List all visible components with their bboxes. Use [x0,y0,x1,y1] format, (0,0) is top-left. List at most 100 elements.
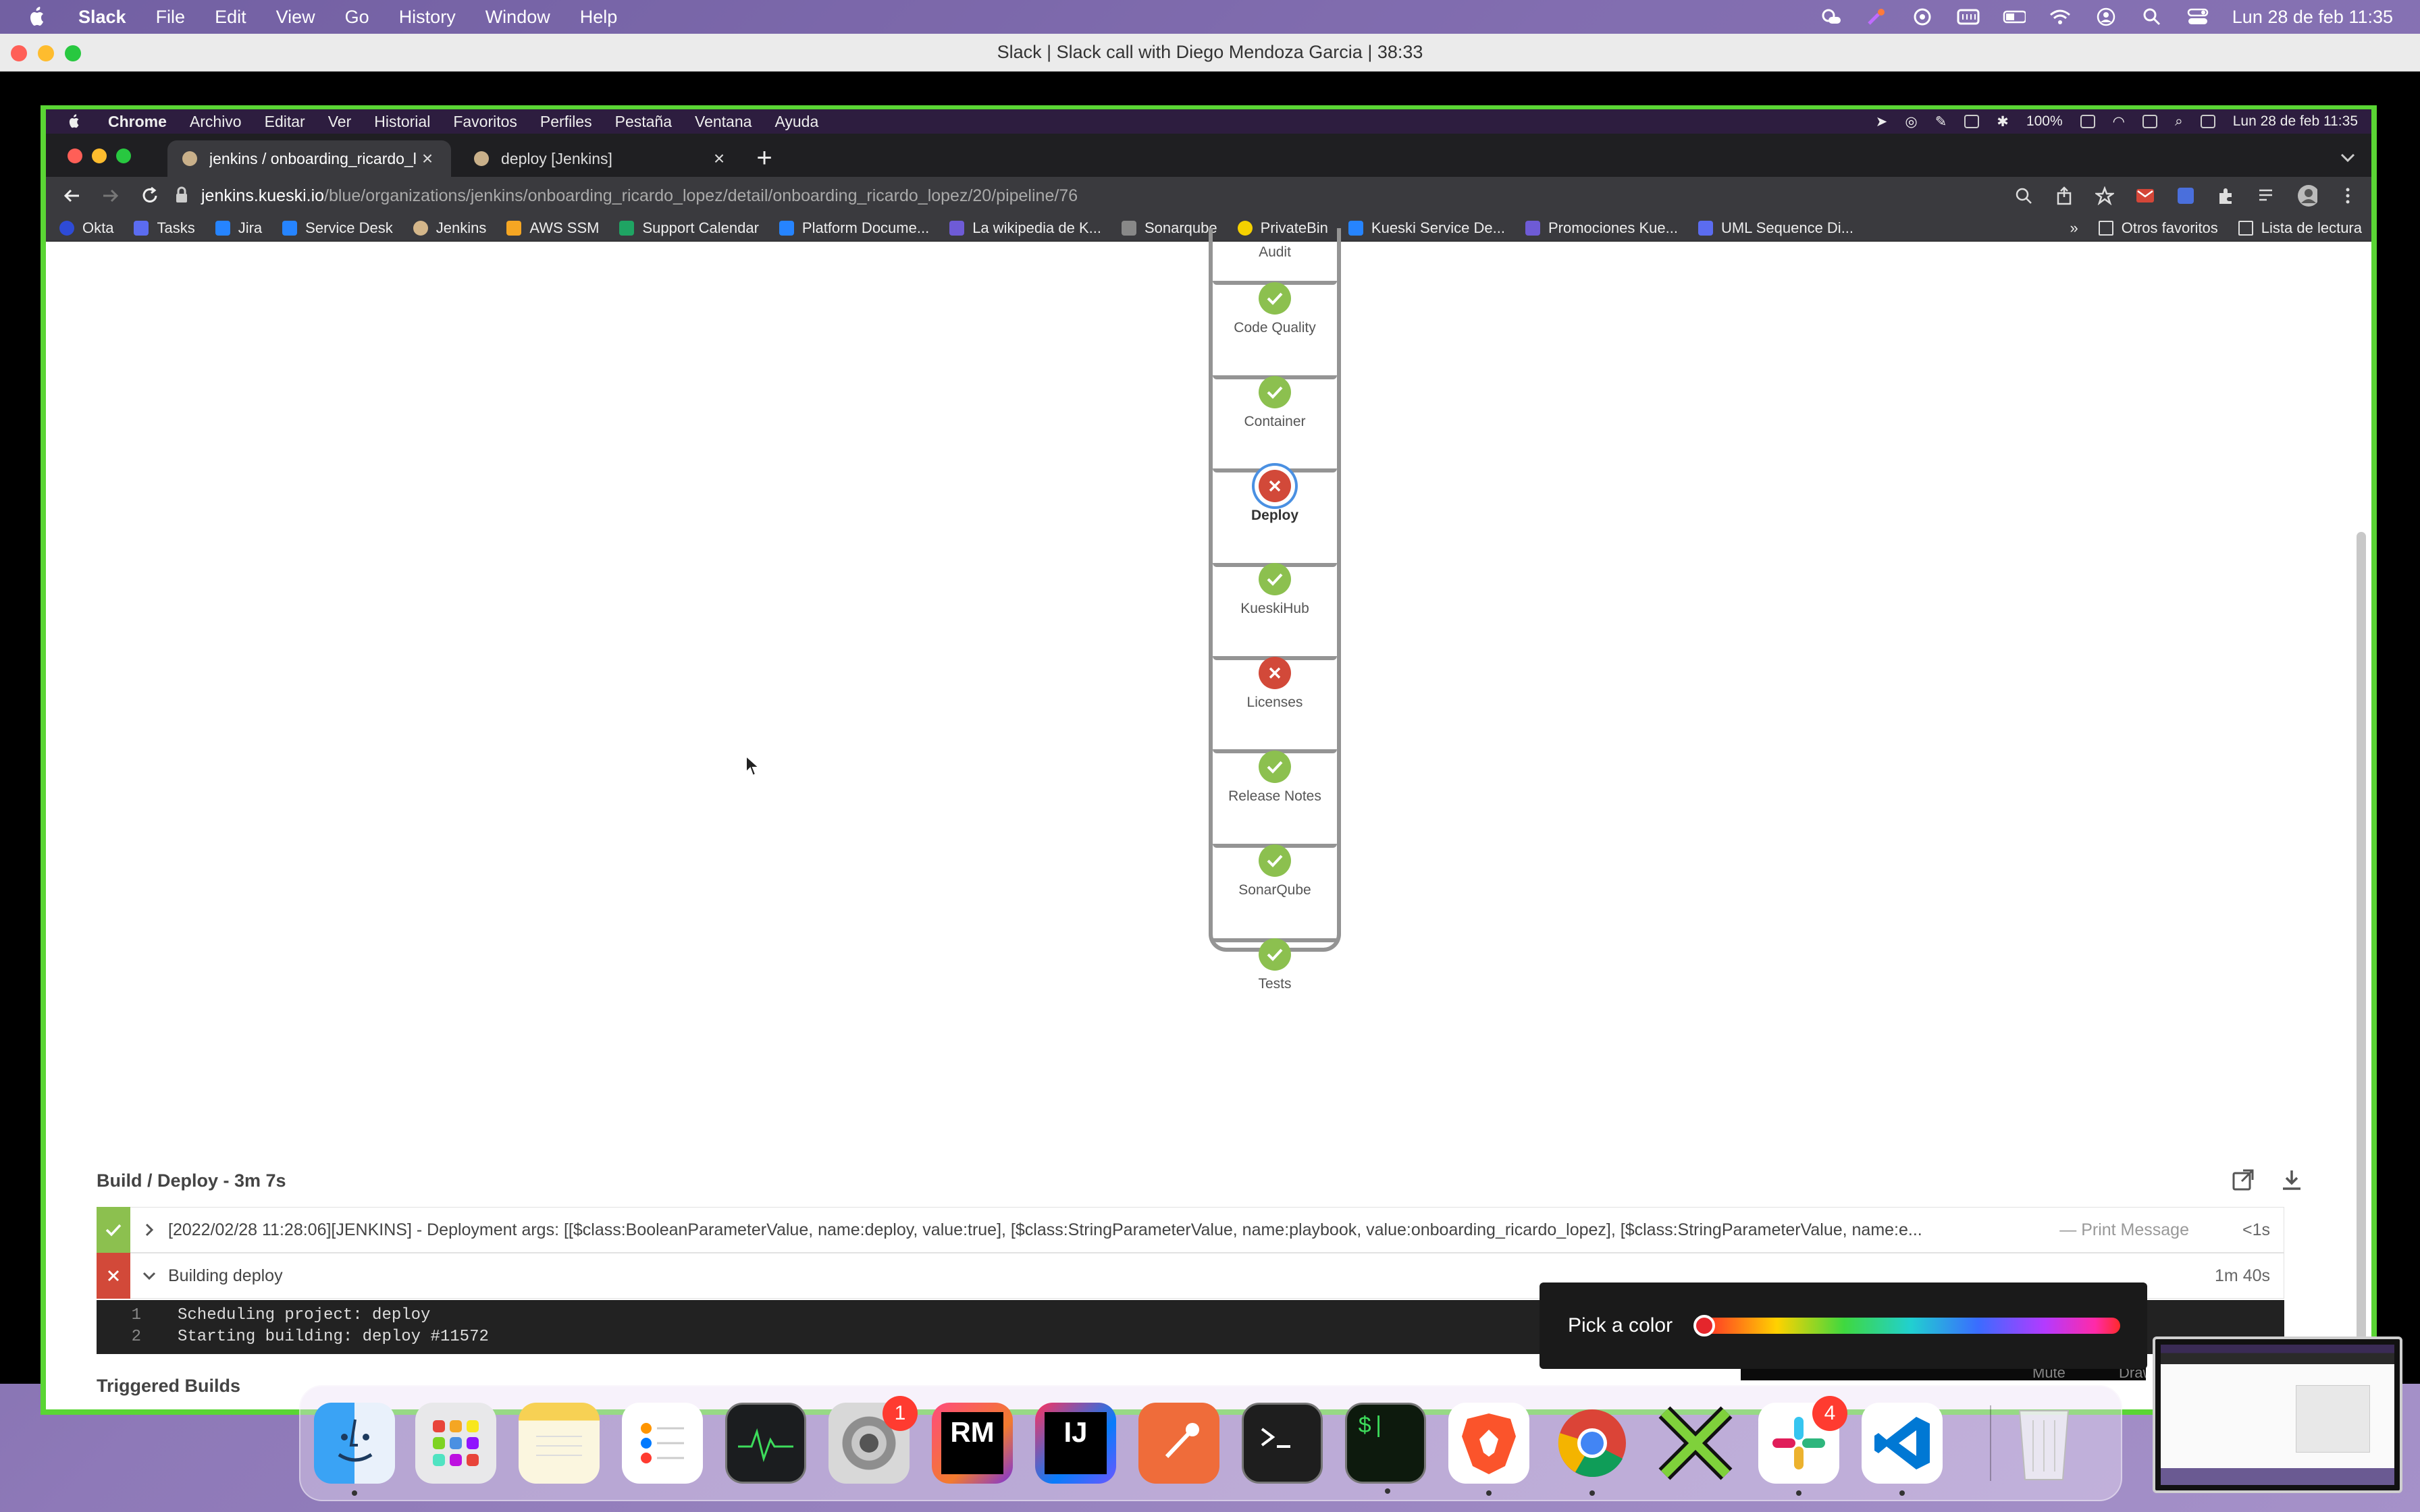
tab-search-chevron-icon[interactable] [2338,147,2358,167]
bookmarks-more-button[interactable]: » [2070,219,2078,236]
extensions-puzzle-icon[interactable] [2216,186,2236,206]
reading-mode-icon[interactable] [2257,186,2277,206]
minimize-window-button[interactable] [38,45,54,61]
page-scrollbar[interactable] [2357,532,2366,1409]
xquartz-icon[interactable] [1655,1403,1736,1484]
bookmark-sonarqube[interactable]: Sonarqube [1121,219,1217,237]
pipeline-stage-sonarqube[interactable]: SonarQube [1209,844,1341,898]
address-bar[interactable]: jenkins.kueski.io /blue/organizations/je… [174,181,2236,211]
launchpad-icon[interactable] [415,1403,496,1484]
bookmark-service-desk[interactable]: Service Desk [282,219,393,237]
pipeline-stage-audit[interactable]: Audit [1209,239,1341,261]
open-external-icon[interactable] [2230,1166,2257,1193]
reminders-icon[interactable] [622,1403,703,1484]
color-slider-handle[interactable] [1693,1315,1715,1336]
finder-icon[interactable] [314,1403,395,1496]
profile-avatar[interactable] [2297,185,2317,207]
user-icon[interactable] [2095,7,2118,27]
menubar-view[interactable]: View [275,6,315,27]
bookmark-okta[interactable]: Okta [59,219,113,237]
apple-menu-icon[interactable] [27,5,47,28]
terminal-icon[interactable] [1242,1403,1323,1484]
bookmark-wikipedia-kueski[interactable]: La wikipedia de K... [949,219,1101,237]
color-spectrum-track[interactable] [1702,1318,2120,1334]
chevron-right-icon[interactable] [136,1216,163,1243]
calendar-extension-icon[interactable] [2176,186,2196,206]
forward-arrow-icon[interactable] [97,182,124,209]
vscode-icon[interactable] [1862,1403,1943,1496]
menubar-window[interactable]: Window [485,6,550,27]
bookmark-tasks[interactable]: Tasks [134,219,195,237]
success-check-icon[interactable] [1259,563,1291,595]
slack-icon[interactable]: 4 [1758,1396,1847,1496]
close-tab-icon[interactable]: × [421,148,433,169]
success-check-icon[interactable] [1259,938,1291,971]
bookmark-uml-sequence[interactable]: UML Sequence Di... [1698,219,1853,237]
chrome-icon[interactable] [1552,1403,1633,1496]
screen-share-thumbnail[interactable] [2153,1336,2402,1493]
color-slider[interactable] [1693,1315,2307,1336]
menubar-edit[interactable]: Edit [215,6,246,27]
tab-deploy-jenkins[interactable]: deploy [Jenkins] × [459,140,743,177]
new-tab-icon[interactable]: + [756,142,772,173]
bookmark-support-calendar[interactable]: Support Calendar [619,219,759,237]
rubymine-icon[interactable]: RM [932,1403,1013,1484]
bookmark-privatebin[interactable]: PrivateBin [1237,219,1328,237]
bookmark-kueski-service-desk[interactable]: Kueski Service De... [1348,219,1505,237]
weather-icon[interactable] [1819,7,1842,27]
menubar-file[interactable]: File [155,6,186,27]
success-check-icon[interactable] [1259,282,1291,315]
share-icon[interactable] [2054,186,2074,206]
tab-jenkins-pipeline[interactable]: jenkins / onboarding_ricardo_l × [167,140,451,177]
control-center-icon[interactable] [2186,7,2209,27]
pipeline-stage-container[interactable]: Container [1209,376,1341,430]
success-check-icon[interactable] [1259,844,1291,877]
pipeline-stage-release-notes[interactable]: Release Notes [1209,751,1341,805]
spotlight-search-icon[interactable] [2140,7,2163,27]
reading-list-button[interactable]: Lista de lectura [2238,219,2362,237]
menubar-history[interactable]: History [398,6,456,27]
back-arrow-icon[interactable] [58,182,85,209]
pipeline-stage-code-quality[interactable]: Code Quality [1209,282,1341,336]
pipeline-stage-kueskihub[interactable]: KueskiHub [1209,563,1341,617]
gmail-extension-icon[interactable] [2135,186,2155,206]
menubar-go[interactable]: Go [344,6,369,27]
download-icon[interactable] [2278,1166,2305,1193]
pipeline-stage-tests[interactable]: Tests [1209,938,1341,992]
close-tab-icon[interactable]: × [713,148,725,169]
trash-icon[interactable] [2003,1403,2084,1484]
iterm-icon[interactable]: $| [1345,1403,1426,1494]
pipeline-stage-licenses[interactable]: Licenses [1209,657,1341,711]
pipeline-stage-deploy[interactable]: Deploy [1209,470,1341,524]
wifi-icon[interactable] [2049,7,2072,27]
battery-icon[interactable] [2003,7,2026,27]
vpn-icon[interactable] [1911,7,1934,27]
activity-monitor-icon[interactable] [725,1403,806,1484]
keyboard-icon[interactable] [1957,7,1980,27]
zoom-window-button[interactable] [65,45,81,61]
intellij-icon[interactable]: IJ [1035,1403,1116,1484]
failed-x-icon[interactable] [1259,470,1291,502]
browser-menu-kebab-icon[interactable] [2338,186,2358,206]
notes-icon[interactable] [519,1403,600,1484]
lock-icon[interactable] [174,186,190,205]
bookmark-promociones[interactable]: Promociones Kue... [1525,219,1678,237]
bookmark-jenkins[interactable]: Jenkins [413,219,486,237]
success-check-icon[interactable] [1259,376,1291,408]
bookmark-jira[interactable]: Jira [215,219,262,237]
log-step-row[interactable]: [2022/02/28 11:28:06][JENKINS] - Deploym… [97,1207,2284,1253]
zoom-icon[interactable] [2014,186,2034,206]
bookmark-platform-docs[interactable]: Platform Docume... [779,219,929,237]
browser-zoom-button[interactable] [116,148,131,163]
reload-icon[interactable] [136,182,163,209]
bookmark-aws-ssm[interactable]: AWS SSM [506,219,599,237]
success-check-icon[interactable] [1259,751,1291,783]
brave-icon[interactable] [1448,1403,1529,1496]
failed-x-icon[interactable] [1259,657,1291,689]
chevron-down-icon[interactable] [136,1262,163,1289]
browser-minimize-button[interactable] [92,148,107,163]
system-preferences-icon[interactable]: 1 [828,1396,918,1484]
menubar-clock[interactable]: Lun 28 de feb 11:35 [2232,6,2393,27]
browser-close-button[interactable] [68,148,82,163]
menubar-app-name[interactable]: Slack [78,6,126,27]
